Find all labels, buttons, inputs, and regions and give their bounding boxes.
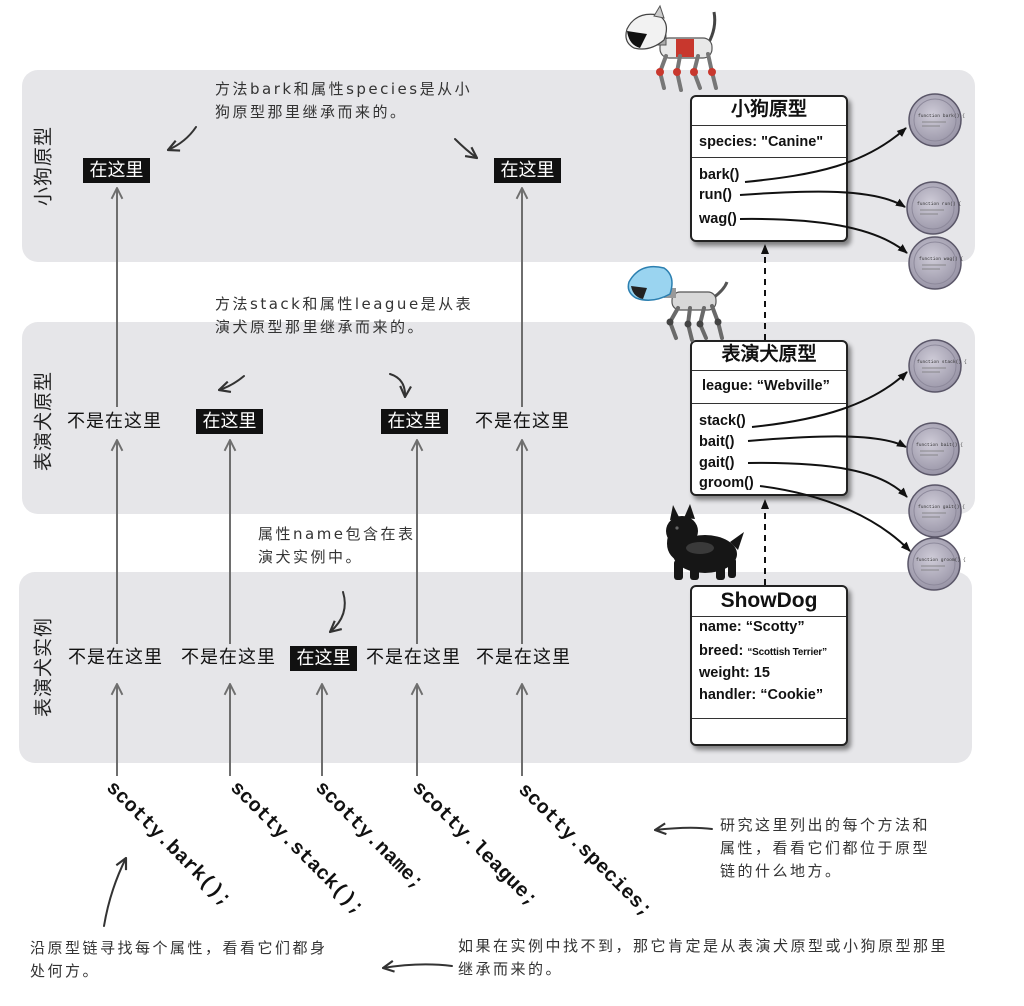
divider	[692, 157, 846, 158]
cell-stack-instance: 不是在这里	[181, 647, 276, 668]
cell-name-instance: 在这里	[290, 646, 357, 671]
property-species: species: "Canine"	[699, 132, 823, 152]
scottish-terrier-photo	[666, 504, 744, 580]
property-breed: breed: “Scottish Terrier”	[699, 641, 827, 663]
cell-league-showdog-prototype: 在这里	[381, 409, 448, 434]
cell-species-instance: 不是在这里	[476, 647, 571, 668]
hand-arrow-up-chain	[103, 856, 128, 927]
object-title: 表演犬原型	[721, 344, 817, 365]
note-fallback: 如果在实例中找不到，那它肯定是从表演犬原型或小狗原型那里 继承而来的。	[458, 935, 948, 981]
note-instance: 属性name包含在表 演犬实例中。	[258, 523, 416, 569]
property-key: handler:	[699, 687, 757, 703]
note-line: 处何方。	[30, 962, 101, 980]
property-value: “Scotty”	[745, 619, 805, 635]
band-label-showdog-prototype: 表演犬原型	[32, 370, 55, 472]
divider	[692, 370, 846, 371]
property-value: 15	[753, 665, 770, 681]
property-key: name:	[699, 619, 742, 635]
method-run: run()	[699, 187, 733, 203]
object-title: ShowDog	[720, 589, 818, 612]
divider	[692, 403, 846, 404]
property-weight: weight: 15	[699, 663, 770, 683]
cell-species-showdog-prototype: 不是在这里	[475, 411, 570, 432]
property-value: “Scottish Terrier”	[747, 647, 827, 658]
cell-league-instance: 不是在这里	[366, 647, 461, 668]
property-key: weight:	[699, 665, 750, 681]
object-title: 小狗原型	[730, 99, 807, 120]
method-bark: bark()	[699, 167, 740, 183]
note-line: 演犬实例中。	[258, 548, 364, 566]
method-gait: gait()	[699, 455, 735, 471]
method-groom: groom()	[699, 475, 754, 491]
note-dog-prototype: 方法bark和属性species是从小 狗原型那里继承而来的。	[215, 78, 472, 124]
cell-bark-instance: 不是在这里	[68, 647, 163, 668]
note-line: 如果在实例中找不到，那它肯定是从表演犬原型或小狗原型那里	[458, 937, 949, 955]
divider	[692, 616, 846, 617]
property-key: breed:	[699, 643, 744, 659]
divider	[692, 125, 846, 126]
method-wag: wag()	[699, 211, 737, 227]
property-league: league: “Webville”	[702, 376, 830, 396]
divider	[692, 718, 846, 719]
method-stack: stack()	[699, 413, 746, 429]
cell-species-dog-prototype: 在这里	[494, 158, 561, 183]
note-line: 方法bark和属性species是从小	[215, 80, 473, 98]
property-value: "Canine"	[761, 134, 824, 150]
note-line: 属性，看看它们都位于原型	[720, 839, 931, 857]
note-follow-chain: 沿原型链寻找每个属性，看看它们都身 处何方。	[30, 937, 328, 983]
cell-stack-showdog-prototype: 在这里	[196, 409, 263, 434]
cell-bark-dog-prototype: 在这里	[83, 158, 150, 183]
note-line: 演犬原型那里继承而来的。	[215, 318, 426, 336]
hand-arrow-to-follow-note	[381, 960, 453, 973]
cell-bark-showdog-prototype: 不是在这里	[67, 411, 162, 432]
object-box-dog-prototype: 小狗原型 species: "Canine" bark() run() wag(…	[690, 95, 848, 242]
note-line: 继承而来的。	[458, 960, 564, 978]
property-value: “Webville”	[756, 378, 830, 394]
property-handler: handler: “Cookie”	[699, 685, 823, 705]
note-showdog-prototype: 方法stack和属性league是从表 演犬原型那里继承而来的。	[215, 293, 473, 339]
property-name: name: “Scotty”	[699, 617, 805, 637]
property-key: league:	[702, 378, 753, 394]
property-value: “Cookie”	[760, 687, 824, 703]
note-study: 研究这里列出的每个方法和 属性，看看它们都位于原型 链的什么地方。	[720, 814, 930, 883]
note-line: 方法stack和属性league是从表	[215, 295, 474, 313]
note-line: 狗原型那里继承而来的。	[215, 103, 408, 121]
function-disc-label: function groom() {	[916, 557, 966, 563]
property-key: species:	[699, 134, 758, 150]
note-line: 链的什么地方。	[720, 862, 843, 880]
lookup-bark: scotty.bark();	[100, 777, 236, 913]
object-box-showdog-prototype: 表演犬原型 league: “Webville” stack() bait() …	[690, 340, 848, 496]
band-label-showdog-instance: 表演犬实例	[32, 616, 55, 718]
hand-arrow-to-lookups	[653, 822, 713, 836]
note-line: 属性name包含在表	[258, 525, 416, 543]
note-line: 沿原型链寻找每个属性，看看它们都身	[30, 939, 328, 957]
object-box-showdog-instance: ShowDog name: “Scotty” breed: “Scottish …	[690, 585, 848, 746]
method-bait: bait()	[699, 434, 735, 450]
note-line: 研究这里列出的每个方法和	[720, 816, 931, 834]
band-label-dog-prototype: 小狗原型	[32, 125, 55, 207]
